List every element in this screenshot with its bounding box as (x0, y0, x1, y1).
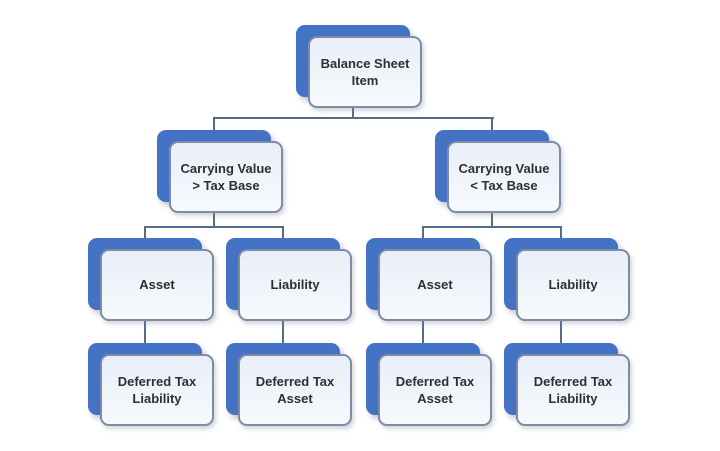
node-carrying-value-lt-tax-base: Carrying Value < Tax Base (435, 130, 563, 215)
connector-left-drop-liability (282, 227, 284, 239)
connector-root-drop-right (491, 118, 493, 131)
node-label: Asset (100, 249, 214, 321)
node-liability-left: Liability (226, 238, 354, 323)
node-asset-right: Asset (366, 238, 494, 323)
connector-right-drop-asset (422, 227, 424, 239)
connector-left-stub (213, 213, 215, 227)
node-label: Deferred Tax Asset (378, 354, 492, 426)
node-deferred-tax-asset-left: Deferred Tax Asset (226, 343, 354, 428)
connector-left-asset-outcome (144, 321, 146, 344)
node-deferred-tax-liability-right: Deferred Tax Liability (504, 343, 632, 428)
connector-left-drop-asset (144, 227, 146, 239)
node-liability-right: Liability (504, 238, 632, 323)
node-balance-sheet-item: Balance Sheet Item (296, 25, 424, 110)
node-label: Liability (238, 249, 352, 321)
connector-right-stub (491, 213, 493, 227)
node-carrying-value-gt-tax-base: Carrying Value > Tax Base (157, 130, 285, 215)
node-deferred-tax-liability-left: Deferred Tax Liability (88, 343, 216, 428)
node-label: Deferred Tax Liability (516, 354, 630, 426)
node-label: Liability (516, 249, 630, 321)
node-label: Asset (378, 249, 492, 321)
connector-root-drop-left (213, 118, 215, 131)
node-label: Carrying Value > Tax Base (169, 141, 283, 213)
node-asset-left: Asset (88, 238, 216, 323)
connector-left-branch (144, 226, 284, 228)
node-label: Deferred Tax Liability (100, 354, 214, 426)
connector-left-liability-outcome (282, 321, 284, 344)
node-deferred-tax-asset-right: Deferred Tax Asset (366, 343, 494, 428)
node-label: Carrying Value < Tax Base (447, 141, 561, 213)
connector-right-branch (422, 226, 562, 228)
connector-right-drop-liability (560, 227, 562, 239)
node-label: Balance Sheet Item (308, 36, 422, 108)
node-label: Deferred Tax Asset (238, 354, 352, 426)
connector-root-branch (213, 117, 494, 119)
connector-right-liability-outcome (560, 321, 562, 344)
connector-right-asset-outcome (422, 321, 424, 344)
connector-root-stub (352, 107, 354, 118)
